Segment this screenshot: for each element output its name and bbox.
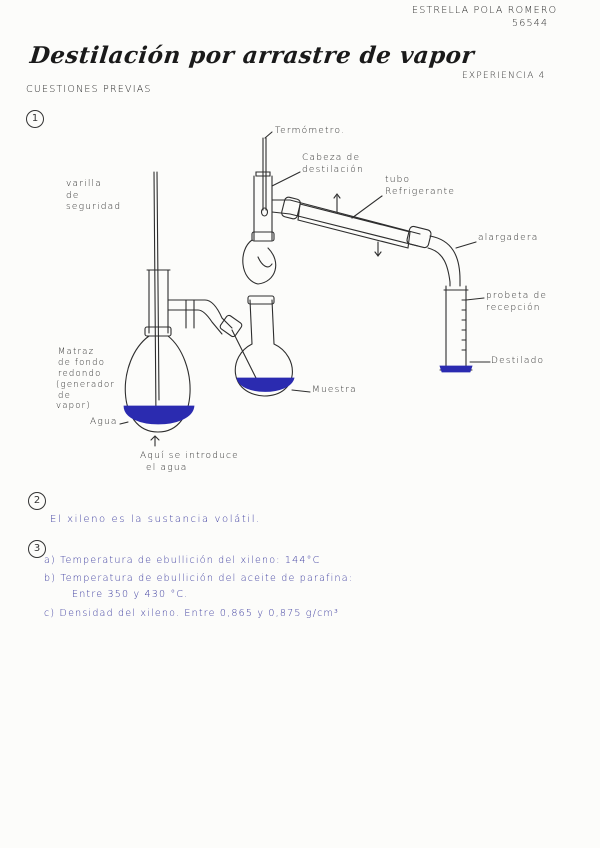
label-sample: Muestra [312, 385, 357, 395]
label-flask-4: (generador [56, 380, 116, 390]
question-number-3: 3 [28, 540, 46, 558]
water-liquid [123, 405, 195, 425]
question-number-1: 1 [26, 110, 44, 128]
label-flask-5: de [58, 391, 72, 401]
label-flask-2: de fondo [58, 358, 106, 368]
receiving-cylinder [445, 285, 467, 367]
student-id: 56544 [512, 18, 549, 29]
label-flask-6: vapor) [56, 401, 91, 411]
section-heading: CUESTIONES PREVIAS [26, 84, 152, 95]
sample-flask [234, 299, 293, 397]
adapter [429, 235, 461, 287]
answer-3c: c) Densidad del xileno. Entre 0,865 y 0,… [44, 608, 339, 619]
experiment-number: EXPERIENCIA 4 [462, 71, 546, 81]
label-cylinder-1: probeta de [486, 291, 548, 301]
label-rod-3: seguridad [66, 202, 122, 212]
label-adapter: alargadera [478, 233, 539, 243]
label-water: Agua [90, 417, 118, 427]
answer-2: El xileno es la sustancia volátil. [50, 514, 261, 525]
label-distillate: Destilado [491, 356, 545, 366]
answer-3b-line2: Entre 350 y 430 °C. [72, 589, 189, 600]
distillate-liquid [439, 365, 473, 373]
sample-liquid [236, 377, 295, 392]
answer-3a: a) Temperatura de ebullición del xileno:… [44, 555, 321, 566]
label-thermometer: Termómetro. [275, 126, 346, 136]
label-rod-2: de [66, 191, 80, 201]
label-head-2: destilación [302, 165, 364, 175]
label-flask-3: redondo [58, 369, 102, 379]
answer-3b-line1: b) Temperatura de ebullición del aceite … [44, 573, 354, 584]
question-number-2: 2 [28, 492, 46, 510]
label-water-inlet-1: Aquí se introduce [140, 451, 239, 461]
safety-rod [153, 171, 157, 421]
condenser-tube [271, 199, 421, 235]
generator-flask [124, 335, 191, 433]
label-water-inlet-2: el agua [146, 463, 188, 473]
label-rod-1: varilla [66, 179, 102, 189]
author-name: ESTRELLA POLA ROMERO [412, 5, 558, 16]
label-tube-2: Refrigerante [385, 187, 456, 197]
label-tube-1: tubo [385, 175, 411, 185]
label-flask-1: Matraz [58, 347, 95, 357]
label-cylinder-2: recepción [486, 303, 541, 313]
label-head-1: Cabeza de [302, 153, 361, 163]
